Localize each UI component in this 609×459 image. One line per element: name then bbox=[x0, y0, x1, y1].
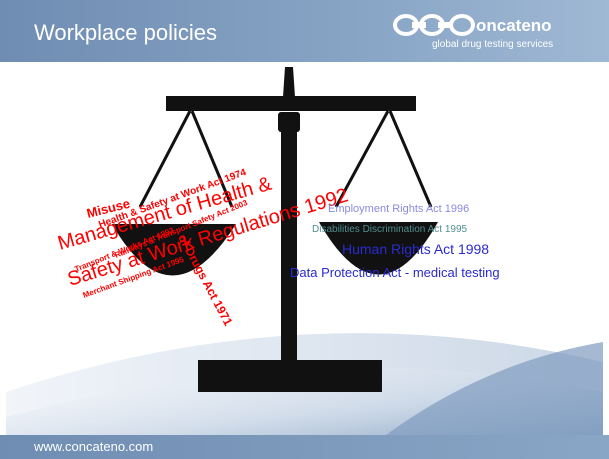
right-phrase: Disabilities Discrimination Act 1995 bbox=[312, 224, 468, 235]
left-pan-phrases: Misuse of Drugs Act 1971 Management of H… bbox=[55, 167, 350, 328]
slide-body: Misuse of Drugs Act 1971 Management of H… bbox=[6, 62, 603, 435]
slide-title: Workplace policies bbox=[34, 20, 218, 45]
right-phrase: Data Protection Act - medical testing bbox=[290, 265, 500, 280]
scales-illustration: Misuse of Drugs Act 1971 Management of H… bbox=[6, 67, 603, 435]
balance-scale-icon bbox=[112, 67, 438, 392]
logo-name: oncateno bbox=[476, 16, 552, 35]
right-pan-phrases: Employment Rights Act 1996 Disabilities … bbox=[290, 203, 500, 280]
right-phrase: Human Rights Act 1998 bbox=[342, 241, 489, 257]
logo-tagline: global drug testing services bbox=[432, 39, 554, 50]
right-phrase: Employment Rights Act 1996 bbox=[328, 203, 469, 215]
slide-header: Workplace policies oncateno global drug … bbox=[0, 0, 609, 62]
logo-rings-icon bbox=[393, 14, 475, 36]
concateno-logo: oncateno global drug testing services bbox=[392, 12, 597, 56]
footer-url: www.concateno.com bbox=[34, 439, 154, 454]
slide-footer: www.concateno.com bbox=[0, 435, 609, 459]
